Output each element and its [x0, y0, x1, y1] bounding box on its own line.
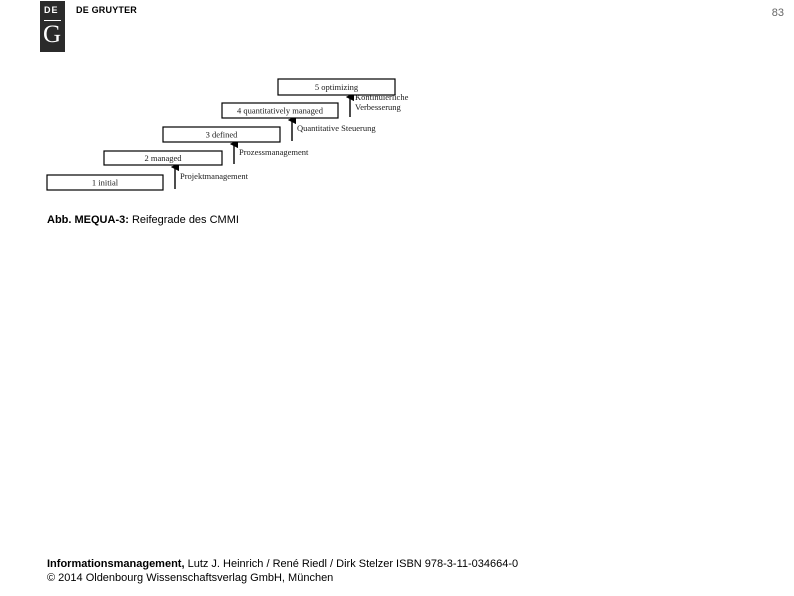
logo-de-text: DE — [44, 5, 59, 15]
logo-divider — [44, 20, 61, 21]
level-annotation-4-2: Verbesserung — [355, 102, 402, 112]
level-label-5: 5 optimizing — [315, 82, 359, 92]
level-label-1: 1 initial — [92, 178, 119, 188]
level-annotation-3-1: Quantitative Steuerung — [297, 123, 376, 133]
level-box-5 — [277, 78, 396, 96]
caption-label: Abb. MEQUA-3: — [47, 214, 129, 226]
footer: Informationsmanagement, Lutz J. Heinrich… — [47, 557, 518, 585]
level-annotation-4-1: Kontinuierliche — [355, 92, 409, 102]
level-box-1 — [46, 174, 164, 191]
level-box-3 — [162, 126, 281, 143]
level-box-4 — [221, 102, 339, 119]
de-gruyter-logo: DE G — [40, 1, 65, 52]
level-annotation-2-1: Prozessmanagement — [239, 147, 309, 157]
logo-g-text: G — [43, 21, 62, 48]
level-annotation-1-1: Projektmanagement — [180, 171, 249, 181]
footer-authors-isbn: Lutz J. Heinrich / René Riedl / Dirk Ste… — [184, 558, 519, 570]
caption-text: Reifegrade des CMMI — [128, 214, 239, 226]
level-label-4: 4 quantitatively managed — [237, 106, 324, 116]
level-box-2 — [103, 150, 223, 166]
cmmi-maturity-diagram: 1 initial Projektmanagement 2 managed Proze… — [46, 78, 409, 191]
level-label-2: 2 managed — [144, 153, 182, 163]
publisher-name: DE GRUYTER — [76, 5, 138, 15]
footer-book-title: Informationsmanagement, — [47, 558, 185, 570]
footer-citation: Informationsmanagement, Lutz J. Heinrich… — [47, 557, 518, 571]
figure-caption: Abb. MEQUA-3: Reifegrade des CMMI — [47, 214, 239, 226]
page-number: 83 — [771, 7, 784, 19]
footer-copyright: © 2014 Oldenbourg Wissenschaftsverlag Gm… — [47, 572, 334, 584]
level-label-3: 3 defined — [206, 130, 239, 140]
